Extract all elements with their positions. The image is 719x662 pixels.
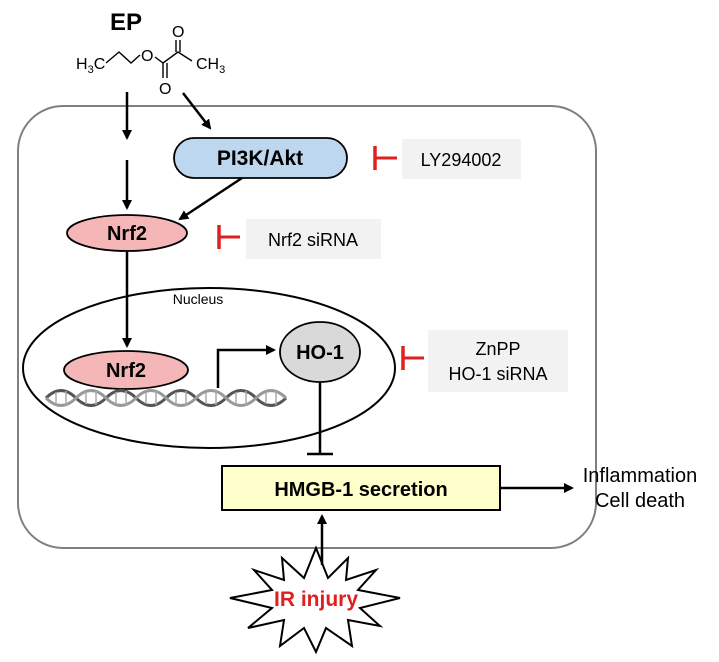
o-ether-label: O bbox=[141, 48, 153, 65]
dna-helix bbox=[44, 389, 288, 407]
arrow-transcription-ho1 bbox=[216, 345, 276, 388]
ch3-label: CH3 bbox=[196, 56, 225, 76]
outcome-inflammation: Inflammation bbox=[583, 465, 698, 487]
pi3k-akt-node bbox=[173, 137, 348, 179]
outcome-cell-death: Cell death bbox=[595, 490, 685, 512]
ly294002-box bbox=[402, 139, 521, 179]
ir-injury-starburst bbox=[229, 545, 401, 655]
znpp-label: ZnPP bbox=[475, 339, 520, 359]
hmgb1-secretion-node bbox=[221, 465, 501, 511]
ly294002-label: LY294002 bbox=[421, 150, 502, 170]
nrf2-nucleus-label: Nrf2 bbox=[106, 360, 146, 382]
hmgb1-secretion-label: HMGB-1 secretion bbox=[274, 479, 447, 501]
znpp-inhibitor: ZnPP HO-1 siRNA bbox=[401, 330, 568, 392]
ho1-sirna-label: HO-1 siRNA bbox=[448, 364, 547, 384]
molecule-bonds-2 bbox=[154, 51, 193, 64]
ep-molecule: EP H3C O O O CH3 bbox=[76, 9, 225, 98]
o-carbonyl2-label: O bbox=[172, 24, 184, 41]
arrow-ep-pi3k bbox=[182, 92, 212, 130]
nrf2-sirna-box bbox=[246, 219, 381, 259]
ir-injury-label: IR injury bbox=[274, 588, 358, 611]
nrf2-sirna-inhibitor: Nrf2 siRNA bbox=[217, 219, 381, 259]
ly294002-inhibitor: LY294002 bbox=[373, 139, 521, 179]
pi3k-akt-label: PI3K/Akt bbox=[217, 147, 303, 170]
nrf2-nucleus-node bbox=[63, 350, 189, 390]
znpp-box bbox=[428, 330, 568, 392]
molecule-bonds bbox=[105, 51, 141, 64]
nrf2-cyto-label: Nrf2 bbox=[107, 223, 147, 245]
nucleus-label: Nucleus bbox=[173, 291, 224, 307]
ep-label: EP bbox=[110, 9, 142, 36]
o-carbonyl1-label: O bbox=[159, 81, 171, 98]
nrf2-sirna-label: Nrf2 siRNA bbox=[268, 230, 358, 250]
cell-boundary bbox=[17, 105, 597, 549]
ho1-label: HO-1 bbox=[296, 342, 344, 364]
h3c-label: H3C bbox=[76, 56, 105, 76]
arrow-pi3k-nrf2 bbox=[178, 176, 243, 221]
